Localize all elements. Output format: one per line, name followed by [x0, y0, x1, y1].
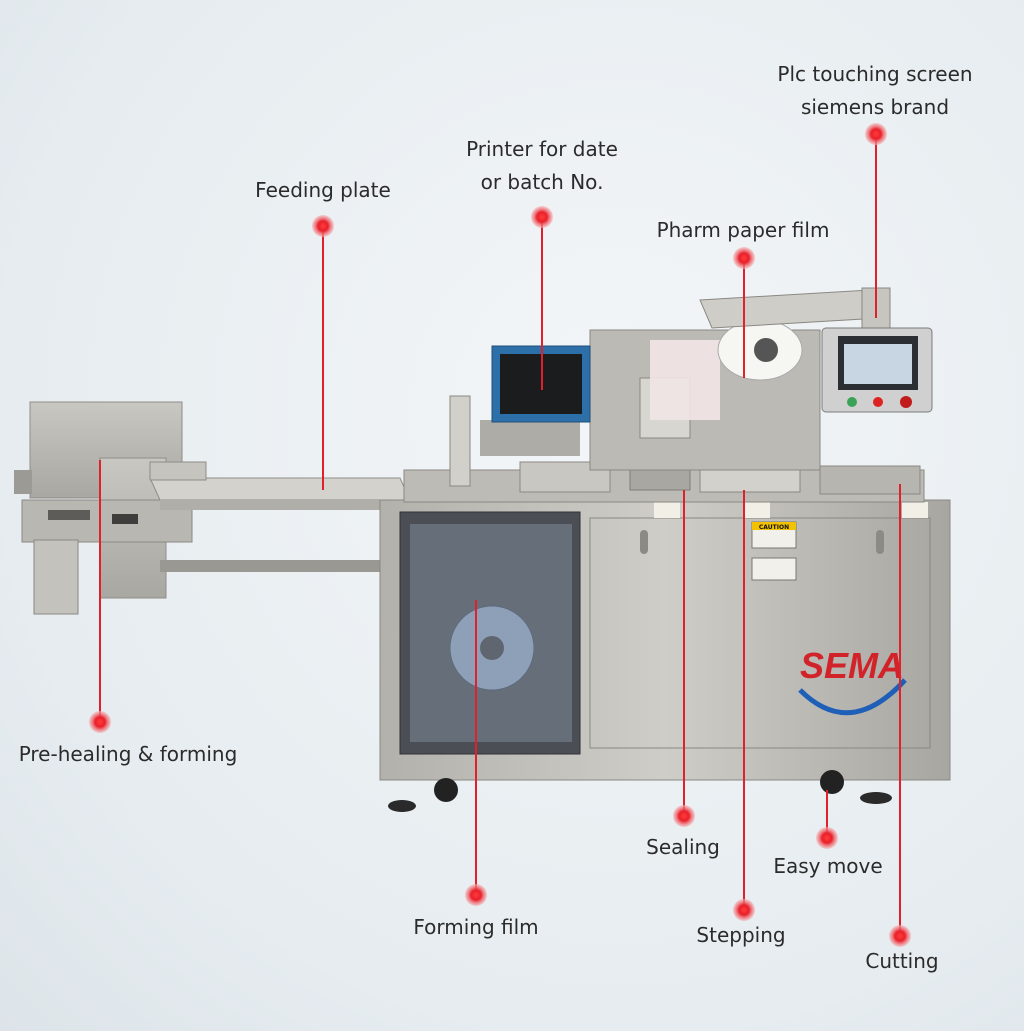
label-cutting: Cutting: [865, 949, 939, 973]
label-pre-healing-forming: Pre-healing & forming: [18, 742, 238, 766]
marker-cutting: [889, 925, 911, 947]
marker-feeding-plate: [312, 215, 334, 237]
label-forming-film: Forming film: [413, 915, 539, 939]
leader-lines: [99, 134, 901, 936]
label-feeding-plate: Feeding plate: [255, 178, 391, 202]
forming-unit: [14, 401, 193, 615]
label-printer: Printer for date or batch No.: [437, 133, 647, 199]
marker-printer: [531, 206, 553, 228]
sema-logo-text: SEMA: [800, 645, 904, 686]
label-printer-line2: or batch No.: [480, 170, 604, 194]
casters: [388, 770, 892, 812]
plc-panel: [821, 327, 933, 413]
label-easy-move: Easy move: [773, 854, 883, 878]
label-printer-line1: Printer for date: [466, 137, 618, 161]
main-cabinet: [379, 499, 951, 781]
marker-stepping: [733, 899, 755, 921]
label-plc: Plc touching screen siemens brand: [760, 58, 990, 124]
markers: [89, 123, 911, 947]
caution-sticker: CAUTION: [758, 524, 790, 531]
label-pharm-paper-film: Pharm paper film: [656, 218, 830, 242]
label-sealing: Sealing: [646, 835, 720, 859]
marker-forming-film: [465, 884, 487, 906]
marker-pre-healing: [89, 711, 111, 733]
marker-sealing: [673, 805, 695, 827]
marker-plc: [865, 123, 887, 145]
label-plc-line1: Plc touching screen: [777, 62, 973, 86]
label-plc-line2: siemens brand: [800, 95, 950, 119]
marker-pharm-paper-film: [733, 247, 755, 269]
label-stepping: Stepping: [696, 923, 786, 947]
sema-logo: SEMA: [798, 645, 907, 716]
marker-easy-move: [816, 827, 838, 849]
